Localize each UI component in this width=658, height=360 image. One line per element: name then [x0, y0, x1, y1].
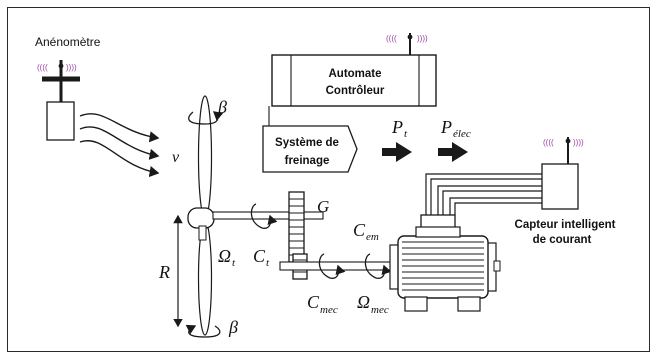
wind-arrows — [79, 113, 160, 178]
wind-speed-symbol: v — [172, 149, 180, 166]
svg-text:)))): )))) — [573, 138, 584, 147]
generator-shaft — [279, 261, 393, 271]
svg-text:Ω: Ω — [357, 292, 370, 312]
svg-text:Ω: Ω — [218, 246, 231, 266]
pitch-arrow-top — [188, 111, 224, 125]
controller: (((( )))) Automate Contrôleur — [271, 33, 437, 107]
controller-label-line2: Contrôleur — [326, 85, 385, 97]
svg-text:)))): )))) — [417, 34, 428, 43]
svg-text:t: t — [404, 128, 408, 140]
svg-text:((((: (((( — [543, 138, 554, 147]
turbine-power-arrow — [382, 142, 412, 162]
anemometer-body — [46, 101, 75, 141]
sensor-label-line1: Capteur intelligent — [515, 219, 616, 231]
electric-power-arrow — [438, 142, 468, 162]
turbine-power-symbol: P t — [391, 117, 408, 140]
pitch-arrow-bottom — [185, 324, 221, 338]
c-mec-symbol: C mec — [307, 292, 338, 316]
svg-text:)))): )))) — [66, 63, 77, 72]
pitch-angle-top: β — [217, 97, 227, 117]
hub-base — [198, 225, 207, 241]
sensor-box — [541, 163, 579, 210]
power-arrows — [382, 142, 468, 162]
radius-symbol: R — [158, 262, 170, 282]
svg-text:((((: (((( — [386, 34, 397, 43]
brake-box — [262, 125, 358, 173]
pitch-angle-bottom: β — [228, 317, 238, 337]
svg-text:mec: mec — [320, 304, 338, 316]
turbine-torque-arrow — [250, 203, 278, 229]
svg-text:t: t — [232, 257, 236, 269]
mechanical-torque-arrow — [318, 253, 346, 279]
sensor-wireless-icon: (((( )))) — [543, 138, 584, 147]
turbine-rotor — [185, 95, 224, 338]
c-em-symbol: C em — [353, 220, 379, 243]
svg-text:élec: élec — [453, 128, 471, 140]
gearbox-symbol: G — [317, 197, 329, 216]
svg-text:em: em — [366, 231, 379, 243]
svg-text:mec: mec — [371, 304, 389, 316]
c-t-symbol: C t — [253, 246, 270, 269]
electric-power-symbol: P élec — [440, 117, 471, 140]
turbine-shaft — [212, 211, 324, 220]
omega-t-symbol: Ω t — [218, 246, 236, 269]
sensor-label-line2: de courant — [533, 234, 592, 246]
omega-mec-symbol: Ω mec — [357, 292, 389, 316]
electromagnetic-torque-arrow — [364, 253, 392, 279]
svg-text:C: C — [353, 220, 366, 240]
current-sensor: (((( )))) Capteur intelligent de courant — [515, 137, 616, 246]
controller-label-line1: Automate — [328, 68, 381, 80]
anemometer-wireless-icon: (((( )))) — [37, 63, 77, 72]
generator-body — [397, 235, 489, 299]
controller-box — [271, 54, 437, 107]
controller-wireless-icon: (((( )))) — [386, 34, 428, 43]
brake-label-line2: freinage — [285, 155, 330, 167]
svg-text:t: t — [266, 257, 270, 269]
svg-text:P: P — [391, 117, 403, 137]
svg-text:C: C — [253, 246, 266, 266]
svg-text:C: C — [307, 292, 320, 312]
blade-upper — [197, 95, 213, 219]
generator — [389, 214, 501, 312]
svg-text:((((: (((( — [37, 63, 48, 72]
rotor-hub — [187, 207, 215, 229]
current-cables — [425, 173, 542, 215]
brake-label-line1: Système de — [275, 137, 339, 149]
anemometer-label: Anénomètre — [35, 35, 101, 49]
braking-system: Système de freinage — [262, 106, 358, 173]
anemometer: Anénomètre (((( )))) — [35, 35, 101, 141]
svg-text:P: P — [440, 117, 452, 137]
